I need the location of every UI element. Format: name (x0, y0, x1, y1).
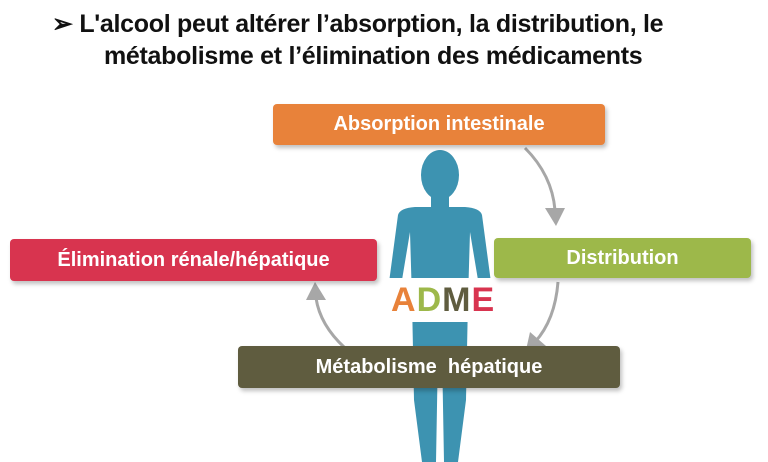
adme-letter-e: E (471, 281, 496, 319)
metabolisme-box: Métabolisme hépatique (238, 346, 620, 388)
slide-title: ➢ L'alcool peut altérer l’absorption, la… (52, 8, 752, 72)
arrow-head-icon (306, 282, 326, 300)
absorption-box: Absorption intestinale (273, 104, 605, 145)
cycle-arrows (314, 146, 560, 350)
arrow-head-icon (545, 208, 565, 226)
arrow-head-icon (526, 332, 546, 350)
metabolisme-label: Métabolisme hépatique (315, 355, 543, 378)
human-body-icon (388, 150, 492, 462)
distribution-label: Distribution (566, 246, 679, 269)
absorption-label: Absorption intestinale (333, 113, 545, 135)
adme-letter-d: D (416, 281, 443, 319)
adme-letter-a: A (391, 281, 417, 319)
adme-label: ADME (391, 281, 495, 320)
title-line-2: métabolisme et l’élimination des médicam… (104, 42, 643, 70)
title-line-1: L'alcool peut altérer l’absorption, la d… (79, 10, 664, 38)
arrow-bullet-icon: ➢ (52, 10, 73, 38)
elimination-label: Élimination rénale/hépatique (57, 248, 330, 271)
distribution-box: Distribution (494, 238, 751, 278)
elimination-box: Élimination rénale/hépatique (10, 239, 377, 281)
adme-letter-m: M (442, 281, 472, 319)
